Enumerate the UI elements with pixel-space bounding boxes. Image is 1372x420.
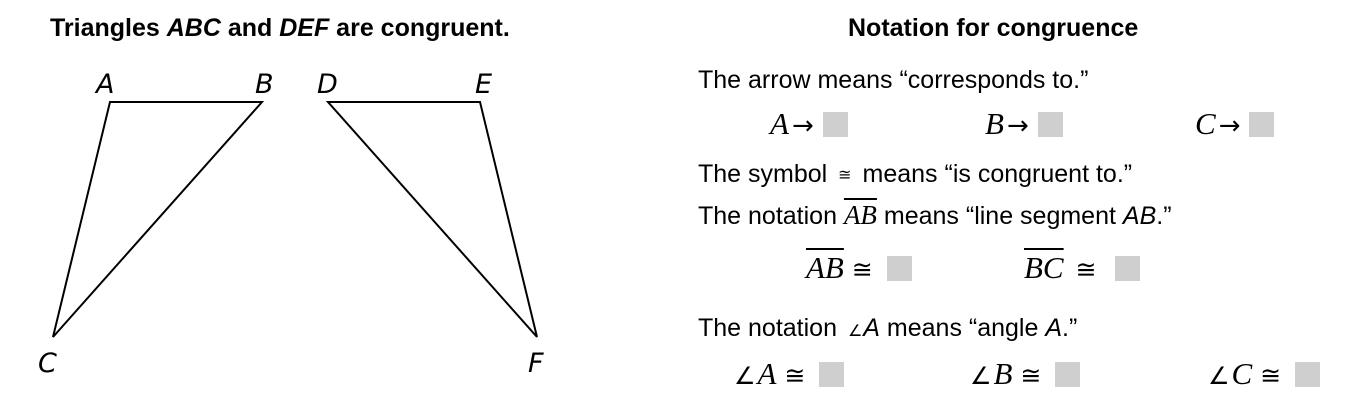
triangles-diagram: A B C D E F [38,69,544,379]
vertex-label-d: D [317,69,338,100]
angle-congruence-a: ∠A≅ [734,356,845,392]
congruent-symbol: ≅ [1020,361,1042,390]
angle-explanation: The notation ∠A means “angle A.” [698,314,1078,342]
placeholder-box [1037,112,1063,137]
segment-congruence-ab: AB≅ [806,250,912,286]
angle-congruence-c-clip: ∠C≅ [1208,356,1372,392]
placeholder-box [886,256,912,281]
triangle-def-name: DEF [279,14,330,42]
arrow-explanation: The arrow means “corresponds to.” [698,66,1089,94]
placeholder-box [822,112,848,137]
placeholder-box [1249,112,1275,137]
triangle-abc [52,101,265,338]
angle-icon: ∠ [1208,362,1230,390]
angle-icon: ∠ [970,362,992,390]
correspondence-c: C→ [1195,106,1275,142]
congruent-symbol: ≅ [1075,255,1097,284]
arrow-icon: → [791,111,814,141]
triangle-def [325,101,538,338]
congruent-symbol: ≅ [784,361,806,390]
vertex-label-f: F [528,348,544,379]
vertex-label-c: C [38,348,57,379]
placeholder-box [1114,256,1140,281]
vertex-label-b: B [255,69,274,100]
arrow-icon: → [1006,111,1029,141]
congruent-symbol: ≅ [838,165,852,184]
vertex-label-a: A [94,69,114,100]
correspondence-b: B→ [985,106,1063,142]
segment-congruence-bc: BC≅ [1024,250,1140,286]
segment-explanation: The notation AB means “line segment AB.” [698,200,1172,230]
angle-icon: ∠ [847,321,863,340]
vertex-label-e: E [475,69,492,100]
angle-congruence-b: ∠B≅ [970,356,1081,392]
triangle-abc-name: ABC [166,14,221,42]
right-title: Notation for congruence [848,14,1139,42]
arrow-icon: → [1218,111,1241,141]
symbol-explanation: The symbol ≅ means “is congruent to.” [698,160,1133,188]
correspondence-a: A→ [770,106,848,142]
placeholder-box [1295,362,1321,387]
left-title: Triangles ABC and DEF are congruent. [50,14,510,42]
placeholder-box [819,362,845,387]
congruent-symbol: ≅ [851,255,873,284]
congruent-symbol: ≅ [1260,361,1282,390]
angle-congruence-c: ∠C≅ [1208,356,1372,392]
segment-notation: AB [843,200,877,230]
angle-icon: ∠ [734,362,756,390]
placeholder-box [1055,362,1081,387]
